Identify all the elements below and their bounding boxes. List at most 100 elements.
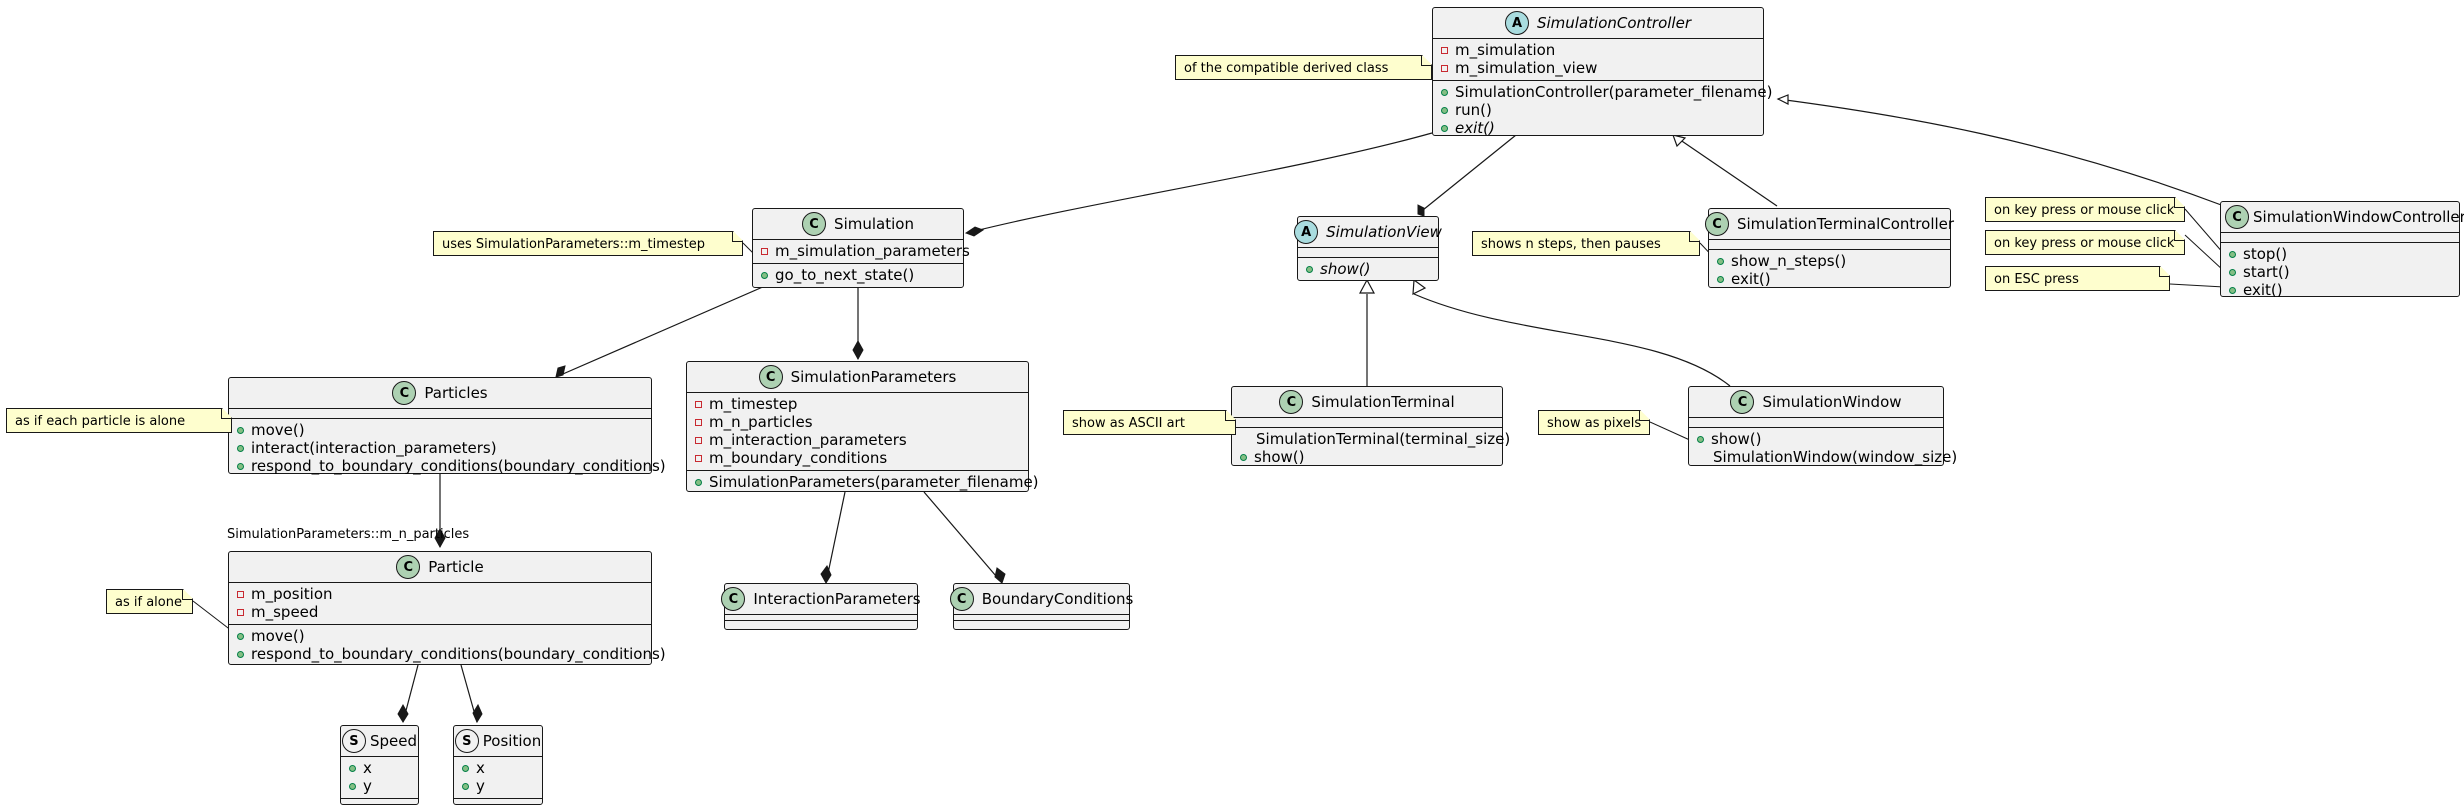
class-title: Speed (369, 732, 418, 750)
field: m_simulation_view (1455, 59, 1598, 77)
class-title: SimulationView (1326, 223, 1442, 241)
public-method-icon (237, 462, 244, 470)
method: exit() (1455, 119, 1495, 137)
class-simulation-window[interactable]: C SimulationWindow show() SimulationWindo… (1688, 386, 1957, 466)
class-simulation[interactable]: C Simulation m_simulation_parameters go_t… (752, 208, 970, 288)
public-field-icon (462, 782, 469, 790)
class-icon: C (1279, 390, 1304, 414)
note-n-steps: shows n steps, then pauses (1472, 231, 1700, 256)
method: SimulationWindow(window_size) (1713, 448, 1958, 466)
class-particle[interactable]: C Particle m_position m_speed move() resp… (228, 551, 666, 665)
public-method-icon (2229, 286, 2236, 294)
class-icon: C (1704, 212, 1729, 236)
method: respond_to_boundary_conditions(boundary_… (251, 457, 666, 475)
class-title: BoundaryConditions (981, 590, 1134, 608)
field: m_speed (251, 603, 319, 621)
note-start: on key press or mouse click (1985, 230, 2185, 255)
abstract-class-icon: A (1294, 220, 1319, 244)
public-method-icon (761, 271, 768, 279)
note-ascii-art: show as ASCII art (1063, 410, 1236, 435)
class-title: Particle (428, 558, 484, 576)
field: x (476, 759, 485, 777)
method: exit() (1731, 270, 1771, 288)
multiplicity-label: SimulationParameters::m_n_particles (227, 527, 470, 542)
public-field-icon (349, 764, 356, 772)
note-each-particle: as if each particle is alone (6, 408, 232, 433)
inheritance-arrows (1358, 94, 1789, 296)
field: x (363, 759, 372, 777)
public-method-icon (237, 444, 244, 452)
private-field-icon (695, 418, 702, 426)
public-method-icon (1717, 275, 1724, 283)
method: interact(interaction_parameters) (251, 439, 497, 457)
class-title: Position (482, 732, 542, 750)
private-field-icon (695, 454, 702, 462)
private-field-icon (695, 400, 702, 408)
method: stop() (2243, 245, 2288, 263)
public-method-icon (237, 632, 244, 640)
public-method-icon (695, 478, 702, 486)
private-field-icon (761, 247, 768, 255)
method: show() (1254, 448, 1305, 466)
class-interaction-parameters[interactable]: C InteractionParameters (721, 583, 921, 630)
private-field-icon (1441, 46, 1448, 54)
public-field-icon (349, 782, 356, 790)
method: exit() (2243, 281, 2283, 299)
public-method-icon (1306, 265, 1313, 273)
class-icon: C (392, 381, 417, 405)
public-method-icon (1697, 435, 1704, 443)
class-boundary-conditions[interactable]: C BoundaryConditions (949, 583, 1133, 630)
class-title: SimulationWindow (1762, 393, 1902, 411)
field: m_timestep (709, 395, 798, 413)
field: m_simulation_parameters (775, 242, 970, 260)
method: SimulationController(parameter_filename) (1455, 83, 1773, 101)
private-field-icon (1441, 64, 1448, 72)
note-connectors (192, 66, 2225, 632)
field: m_position (251, 585, 333, 603)
public-method-icon (1441, 124, 1448, 132)
public-method-icon (1240, 453, 1247, 461)
note-stop: on key press or mouse click (1985, 197, 2185, 222)
struct-icon: S (454, 729, 479, 753)
public-field-icon (462, 764, 469, 772)
class-simulation-terminal-controller[interactable]: C SimulationTerminalController show_n_ste… (1704, 208, 1955, 288)
method: go_to_next_state() (775, 266, 915, 284)
note-timestep: uses SimulationParameters::m_timestep (433, 231, 743, 256)
class-icon: C (1730, 390, 1755, 414)
public-method-icon (1441, 106, 1448, 114)
method: show() (1711, 430, 1762, 448)
private-field-icon (695, 436, 702, 444)
abstract-class-icon: A (1504, 11, 1529, 35)
method: SimulationParameters(parameter_filename) (709, 473, 1039, 491)
field: y (363, 777, 372, 795)
method: show_n_steps() (1731, 252, 1847, 270)
class-icon: C (949, 587, 974, 611)
class-title: Particles (424, 384, 488, 402)
note-alone: as if alone (106, 589, 193, 614)
method: move() (251, 627, 305, 645)
class-icon: C (396, 555, 421, 579)
field: m_boundary_conditions (709, 449, 888, 467)
class-icon: C (721, 587, 746, 611)
class-title: InteractionParameters (753, 590, 921, 608)
public-method-icon (1441, 88, 1448, 96)
class-title: Simulation (834, 215, 914, 233)
public-method-icon (1717, 257, 1724, 265)
class-icon: C (802, 212, 827, 236)
public-method-icon (2229, 250, 2236, 258)
class-title: SimulationTerminal (1311, 393, 1455, 411)
class-title: SimulationWindowController (2253, 208, 2464, 226)
class-icon: C (758, 365, 783, 389)
method: respond_to_boundary_conditions(boundary_… (251, 645, 666, 663)
public-method-icon (237, 426, 244, 434)
class-title: SimulationTerminalController (1736, 215, 1955, 233)
